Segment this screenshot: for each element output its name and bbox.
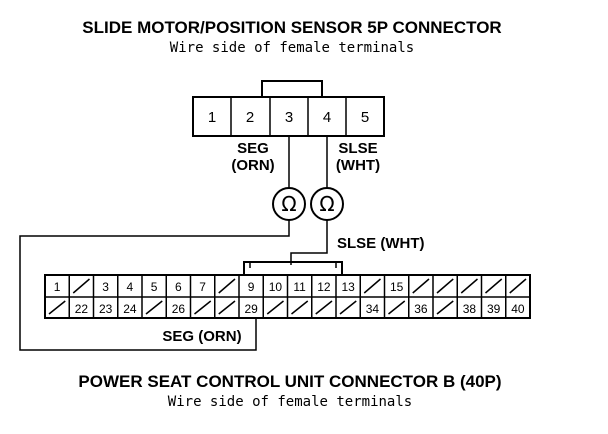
terminal-1: 1	[54, 280, 61, 294]
seg-wire-label: SEG	[237, 140, 269, 157]
top-connector-subtitle: Wire side of female terminals	[170, 40, 414, 56]
top-pin-3: 3	[285, 109, 293, 126]
terminal-10: 10	[269, 280, 283, 294]
top-pin-1: 1	[208, 109, 216, 126]
unused-terminal-slash	[218, 278, 236, 294]
terminal-34: 34	[366, 302, 380, 316]
connector-latch	[243, 261, 343, 275]
unused-terminal-slash	[72, 278, 90, 294]
terminal-12: 12	[317, 280, 331, 294]
terminal-3: 3	[102, 280, 109, 294]
terminal-26: 26	[172, 302, 186, 316]
terminal-38: 38	[463, 302, 477, 316]
unused-terminal-slash	[266, 300, 284, 315]
bottom-connector-title: POWER SEAT CONTROL UNIT CONNECTOR B (40P…	[78, 372, 501, 391]
unused-terminal-slash	[436, 300, 454, 315]
ohm-icon: Ω	[281, 192, 296, 216]
terminal-6: 6	[175, 280, 182, 294]
slse-harness-wire	[290, 220, 328, 265]
unused-terminal-slash	[412, 278, 430, 294]
seg-harness-label: SEG (ORN)	[162, 328, 241, 345]
ohmmeter-right: Ω	[310, 187, 344, 221]
terminal-13: 13	[341, 280, 355, 294]
slse-harness-label: SLSE (WHT)	[337, 235, 425, 252]
terminal-5: 5	[151, 280, 158, 294]
unused-terminal-slash	[436, 278, 454, 294]
seg-wire-color: (ORN)	[231, 157, 274, 174]
terminal-11: 11	[293, 280, 306, 294]
slse-wire-label: SLSE	[338, 140, 377, 157]
terminal-40: 40	[511, 302, 525, 316]
unused-terminal-slash	[460, 278, 478, 294]
seg-harness-wire	[19, 220, 290, 351]
slse-wire-color: (WHT)	[336, 157, 380, 174]
top-connector-title: SLIDE MOTOR/POSITION SENSOR 5P CONNECTOR	[82, 18, 501, 37]
terminal-36: 36	[414, 302, 428, 316]
top-pin-2: 2	[246, 109, 254, 126]
terminal-7: 7	[199, 280, 206, 294]
unused-terminal-slash	[485, 278, 503, 294]
terminal-23: 23	[99, 302, 113, 316]
bottom-connector-subtitle: Wire side of female terminals	[168, 394, 412, 410]
unused-terminal-slash	[363, 278, 381, 294]
top-pin-5: 5	[361, 109, 369, 126]
unused-terminal-slash	[509, 278, 527, 294]
top-5p-connector: 1 2 3 4 5	[192, 80, 385, 137]
connector-latch	[261, 80, 323, 97]
unused-terminal-slash	[48, 300, 66, 315]
terminal-24: 24	[123, 302, 137, 316]
unused-terminal-slash	[291, 300, 309, 315]
ohm-icon: Ω	[319, 192, 334, 216]
ohmmeter-left: Ω	[272, 187, 306, 221]
terminal-15: 15	[390, 280, 404, 294]
unused-terminal-slash	[339, 300, 357, 315]
unused-terminal-slash	[388, 300, 406, 315]
top-pin-4: 4	[323, 109, 331, 126]
unused-terminal-slash	[194, 300, 212, 315]
unused-terminal-slash	[218, 300, 236, 315]
terminal-39: 39	[487, 302, 501, 316]
unused-terminal-slash	[145, 300, 163, 315]
terminal-4: 4	[127, 280, 134, 294]
terminal-29: 29	[244, 302, 258, 316]
terminal-9: 9	[248, 280, 255, 294]
terminal-22: 22	[75, 302, 89, 316]
unused-terminal-slash	[315, 300, 333, 315]
